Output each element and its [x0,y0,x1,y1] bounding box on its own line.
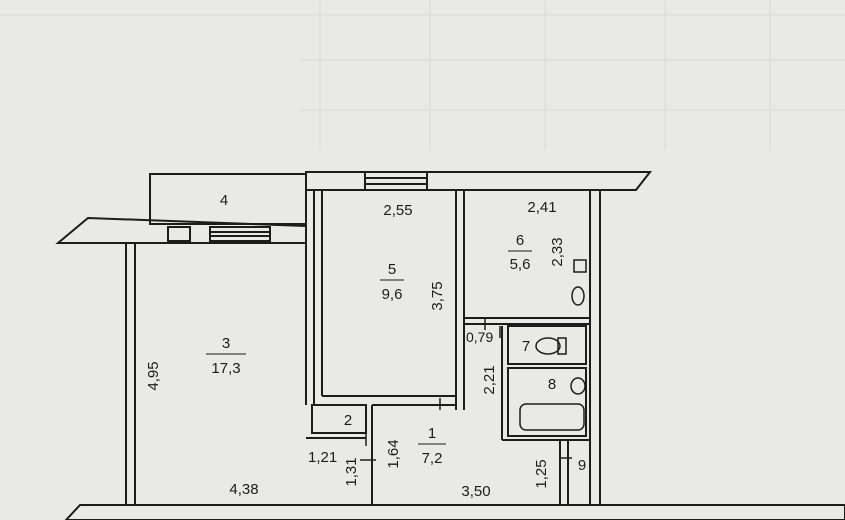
room-1-area: 7,2 [422,450,443,467]
dimension-labels: 2,55 2,41 2,33 3,75 4,95 0,79 2,21 1,21 … [145,199,566,500]
bath-room-8 [507,367,587,437]
dim-1-21: 1,21 [308,449,337,466]
dim-2-33: 2,33 [549,237,566,266]
dim-3-50: 3,50 [461,483,490,500]
sink-8 [570,377,586,395]
dim-4-38: 4,38 [229,481,258,498]
fixtures [519,259,587,431]
room-3-area: 17,3 [211,360,240,377]
walls [55,171,845,520]
toilet-7 [535,337,561,355]
window-left [209,226,271,242]
background-grid [0,0,845,150]
room-1-number: 1 [428,425,436,442]
room-4-number: 4 [220,192,228,209]
dim-3-75: 3,75 [429,281,446,310]
room-6-area: 5,6 [510,256,531,273]
top-wall [305,171,653,191]
room-7-number: 7 [522,338,530,355]
room-5-area: 9,6 [382,286,403,303]
left-wall [125,242,136,506]
dim-2-21: 2,21 [481,365,498,394]
room-8-number: 8 [548,376,556,393]
dim-2-41: 2,41 [527,199,556,216]
dim-1-25: 1,25 [533,459,550,488]
window-top [364,171,428,191]
dim-4-95: 4,95 [145,361,162,390]
room-5-number: 5 [388,261,396,278]
room-9-number: 9 [578,457,586,474]
room-3-number: 3 [222,335,230,352]
room-labels: 4 5 9,6 6 5,6 3 17,3 1 7,2 2 7 8 9 [206,192,586,474]
bottom-wall [64,504,845,520]
stove-6 [573,259,587,273]
dim-2-55: 2,55 [383,202,412,219]
sink-6 [571,286,585,306]
room-6-number: 6 [516,232,524,249]
dim-1-31: 1,31 [343,457,360,486]
balcony-door [167,226,191,242]
wc-room-7 [507,325,587,365]
room-2-number: 2 [344,412,352,429]
dim-1-64: 1,64 [385,439,402,468]
bathtub-8 [519,403,585,431]
dim-0-79: 0,79 [466,329,493,345]
dimension-ticks [360,318,572,461]
closet-room-2 [311,404,367,434]
